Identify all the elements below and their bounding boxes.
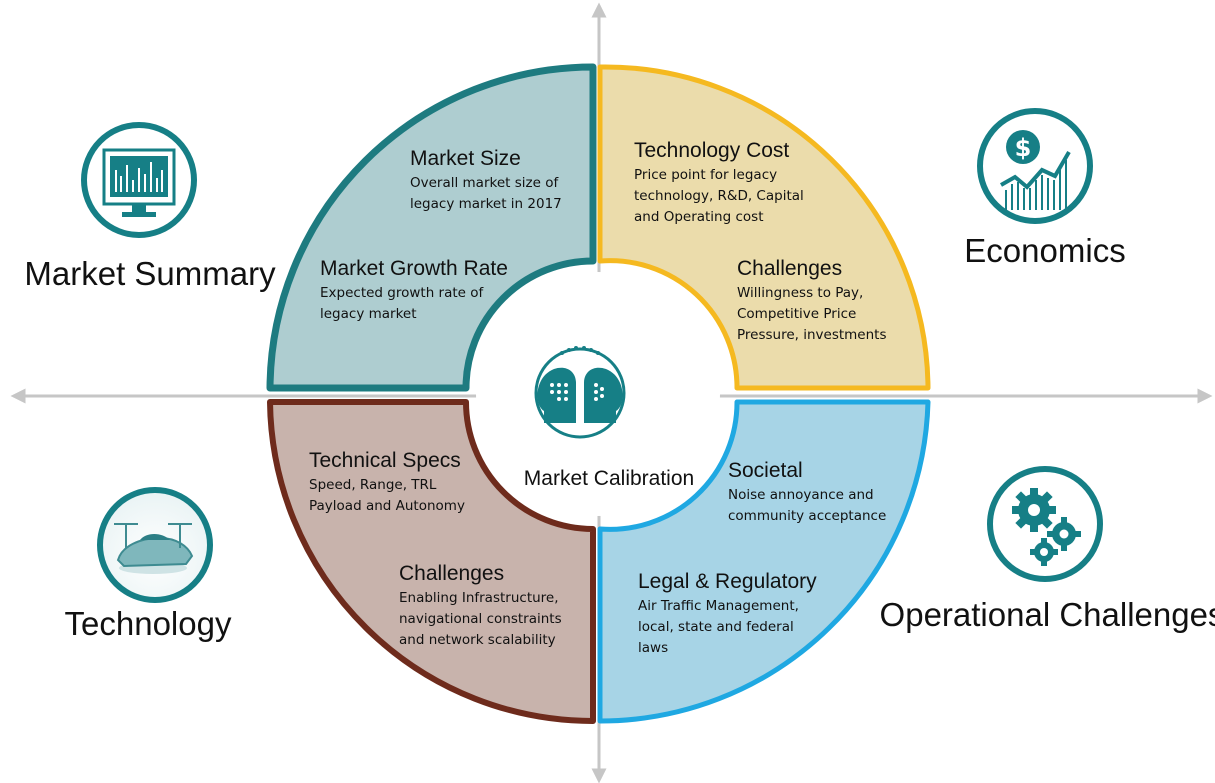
societal-line-1: Noise annoyance and bbox=[728, 487, 874, 503]
legal-regulatory-line-2: local, state and federal bbox=[638, 619, 794, 635]
market-growth-heading: Market Growth Rate bbox=[320, 257, 508, 280]
category-technology: Technology bbox=[65, 605, 232, 642]
technical-specs-heading: Technical Specs bbox=[309, 449, 461, 472]
economics-challenges-line-3: Pressure, investments bbox=[737, 327, 887, 343]
category-economics: Economics bbox=[964, 232, 1125, 269]
economics-challenges-line-1: Willingness to Pay, bbox=[737, 285, 863, 301]
technology-challenges-line-2: navigational constraints bbox=[399, 611, 562, 627]
two-heads-icon bbox=[534, 346, 626, 439]
legal-regulatory-heading: Legal & Regulatory bbox=[638, 570, 817, 593]
center-label: Market Calibration bbox=[524, 467, 694, 490]
quadrant-top-right bbox=[597, 64, 931, 391]
technology-challenges-line-1: Enabling Infrastructure, bbox=[399, 590, 559, 606]
dollar-growth-icon: $ bbox=[977, 108, 1093, 224]
technology-cost-heading: Technology Cost bbox=[634, 139, 789, 162]
market-size-block: Market Size Overall market size of legac… bbox=[410, 147, 562, 212]
technical-specs-block: Technical Specs Speed, Range, TRL Payloa… bbox=[309, 449, 465, 514]
legal-regulatory-block: Legal & Regulatory Air Traffic Managemen… bbox=[638, 570, 817, 656]
technology-cost-block: Technology Cost Price point for legacy t… bbox=[634, 139, 804, 225]
economics-challenges-heading: Challenges bbox=[737, 257, 842, 280]
technology-challenges-line-3: and network scalability bbox=[399, 632, 556, 648]
gears-icon bbox=[987, 466, 1103, 582]
market-size-line-1: Overall market size of bbox=[410, 175, 559, 191]
technology-challenges-block: Challenges Enabling Infrastructure, navi… bbox=[399, 562, 562, 648]
societal-line-2: community acceptance bbox=[728, 508, 886, 524]
legal-regulatory-line-1: Air Traffic Management, bbox=[638, 598, 799, 614]
technology-cost-line-2: technology, R&D, Capital bbox=[634, 188, 804, 204]
societal-heading: Societal bbox=[728, 459, 803, 482]
quadrant-top-left bbox=[266, 63, 597, 392]
technology-cost-line-1: Price point for legacy bbox=[634, 167, 777, 183]
economics-challenges-line-2: Competitive Price bbox=[737, 306, 856, 322]
societal-block: Societal Noise annoyance and community a… bbox=[728, 459, 886, 524]
quadrant-bottom-right bbox=[597, 399, 931, 724]
legal-regulatory-line-3: laws bbox=[638, 640, 668, 656]
quadrant-bottom-left bbox=[267, 399, 596, 724]
market-growth-line-1: Expected growth rate of bbox=[320, 285, 485, 301]
economics-challenges-block: Challenges Willingness to Pay, Competiti… bbox=[737, 257, 887, 343]
category-market-summary: Market Summary bbox=[24, 255, 276, 292]
technology-challenges-heading: Challenges bbox=[399, 562, 504, 585]
technology-cost-line-3: and Operating cost bbox=[634, 209, 763, 225]
market-growth-line-2: legacy market bbox=[320, 306, 417, 322]
category-operational-challenges: Operational Challenges bbox=[880, 596, 1215, 633]
market-size-heading: Market Size bbox=[410, 147, 521, 170]
monitor-chart-icon bbox=[81, 122, 197, 238]
technical-specs-line-2: Payload and Autonomy bbox=[309, 498, 465, 514]
market-growth-block: Market Growth Rate Expected growth rate … bbox=[320, 257, 508, 322]
market-size-line-2: legacy market in 2017 bbox=[410, 196, 562, 212]
flying-car-icon bbox=[97, 487, 213, 603]
svg-text:$: $ bbox=[1015, 134, 1032, 162]
technical-specs-line-1: Speed, Range, TRL bbox=[309, 477, 437, 493]
